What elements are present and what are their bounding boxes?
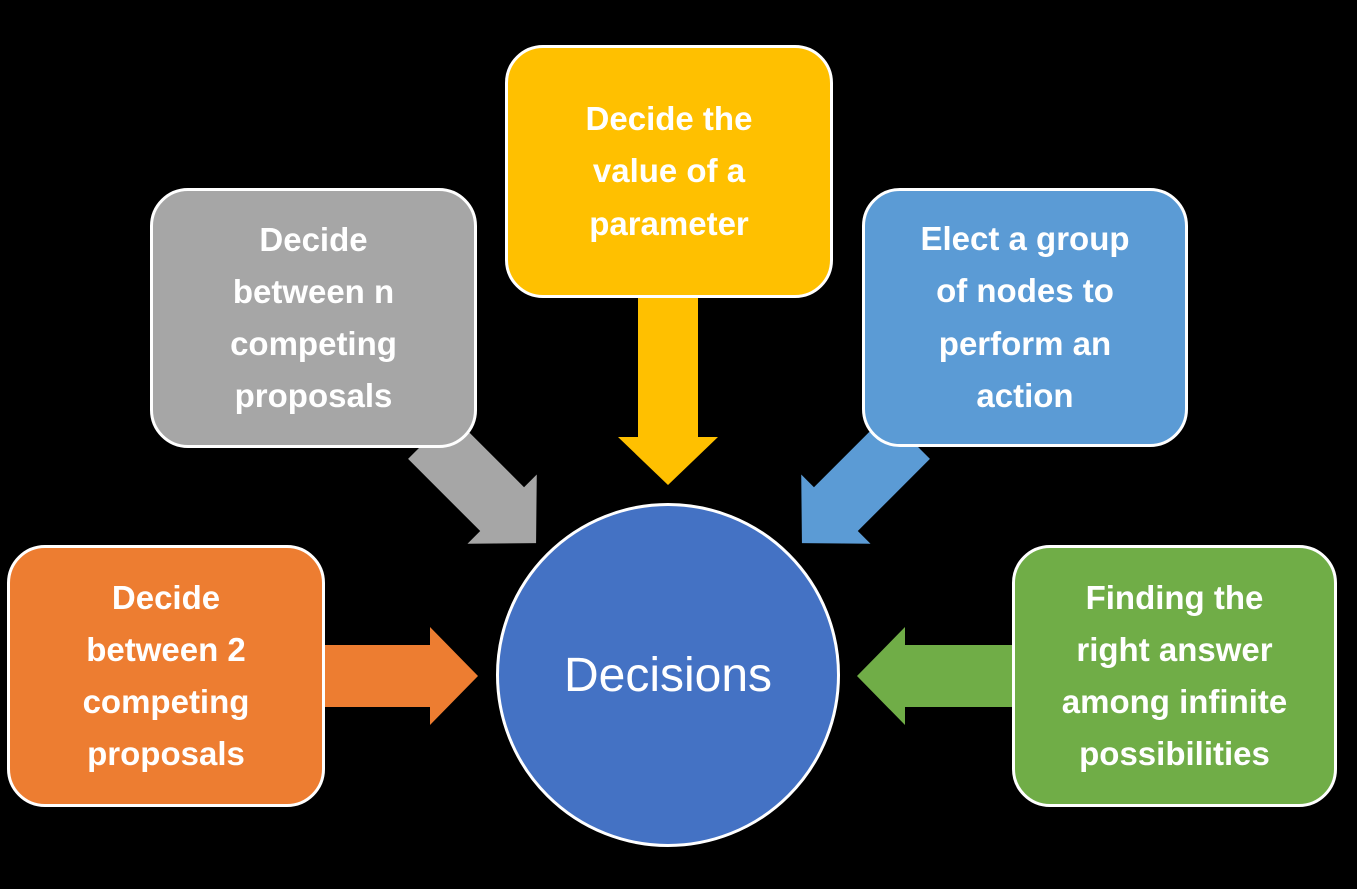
blue-diagonal-arrow-icon [801, 415, 930, 544]
node-box-elect-group-of-nodes: Elect a group of nodes to perform an act… [862, 188, 1188, 447]
node-label-n-competing-proposals: Decide between n competing proposals [230, 220, 397, 415]
yellow-down-arrow-icon [618, 298, 718, 485]
node-box-infinite-possibilities: Finding the right answer among infinite … [1012, 545, 1337, 807]
node-box-parameter-value: Decide the value of a parameter [505, 45, 833, 298]
green-left-arrow-icon [857, 627, 1013, 725]
node-label-parameter-value: Decide the value of a parameter [585, 100, 753, 242]
node-box-n-competing-proposals: Decide between n competing proposals [150, 188, 477, 448]
center-circle: Decisions [496, 503, 840, 847]
node-label-infinite-possibilities: Finding the right answer among infinite … [1061, 578, 1288, 773]
node-label-two-competing-proposals: Decide between 2 competing proposals [82, 578, 250, 773]
node-box-two-competing-proposals: Decide between 2 competing proposals [7, 545, 325, 807]
orange-right-arrow-icon [322, 627, 478, 725]
node-label-elect-group-of-nodes: Elect a group of nodes to perform an act… [920, 220, 1130, 414]
center-label: Decisions [563, 648, 773, 702]
